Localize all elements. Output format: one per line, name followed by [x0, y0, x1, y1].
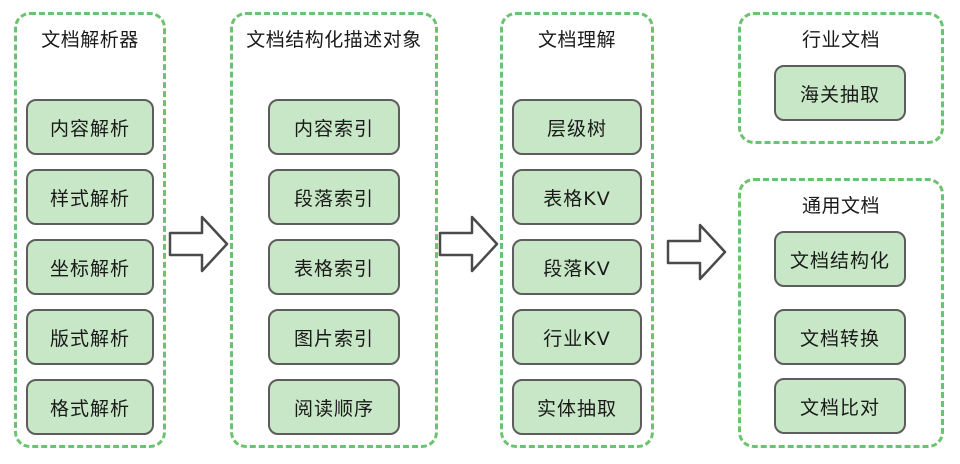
- node-industry-kv: 行业KV: [512, 309, 642, 365]
- node-table-kv: 表格KV: [512, 169, 642, 225]
- node-document-conversion: 文档转换: [774, 309, 906, 365]
- node-reading-order: 阅读顺序: [268, 379, 400, 435]
- group-structured-description: 文档结构化描述对象 内容索引 段落索引 表格索引 图片索引 阅读顺序: [230, 12, 438, 448]
- group-general-documents: 通用文档 文档结构化 文档转换 文档比对: [738, 178, 944, 448]
- flow-arrow-3: [666, 223, 727, 281]
- node-format-parse: 格式解析: [26, 379, 154, 435]
- flow-arrow-2: [438, 215, 499, 273]
- node-table-index: 表格索引: [268, 239, 400, 295]
- group-document-parser: 文档解析器 内容解析 样式解析 坐标解析 版式解析 格式解析: [14, 12, 166, 448]
- flow-arrow-1: [168, 215, 229, 273]
- node-content-index: 内容索引: [268, 99, 400, 155]
- group-title: 文档结构化描述对象: [246, 29, 422, 51]
- node-layout-parse: 版式解析: [26, 309, 154, 365]
- group-document-understanding: 文档理解 层级树 表格KV 段落KV 行业KV 实体抽取: [500, 12, 654, 448]
- node-entity-extraction: 实体抽取: [512, 379, 642, 435]
- node-content-parse: 内容解析: [26, 99, 154, 155]
- group-title: 通用文档: [801, 195, 880, 217]
- node-document-structuring: 文档结构化: [774, 231, 906, 287]
- group-industry-documents: 行业文档 海关抽取: [738, 12, 944, 144]
- node-customs-extraction: 海关抽取: [774, 65, 906, 121]
- node-image-index: 图片索引: [268, 309, 400, 365]
- node-coordinate-parse: 坐标解析: [26, 239, 154, 295]
- node-document-comparison: 文档比对: [774, 378, 906, 434]
- node-paragraph-kv: 段落KV: [512, 239, 642, 295]
- group-title: 行业文档: [801, 29, 880, 51]
- group-title: 文档理解: [537, 29, 616, 51]
- group-title: 文档解析器: [41, 29, 139, 51]
- node-style-parse: 样式解析: [26, 169, 154, 225]
- node-paragraph-index: 段落索引: [268, 169, 400, 225]
- node-hierarchy-tree: 层级树: [512, 99, 642, 155]
